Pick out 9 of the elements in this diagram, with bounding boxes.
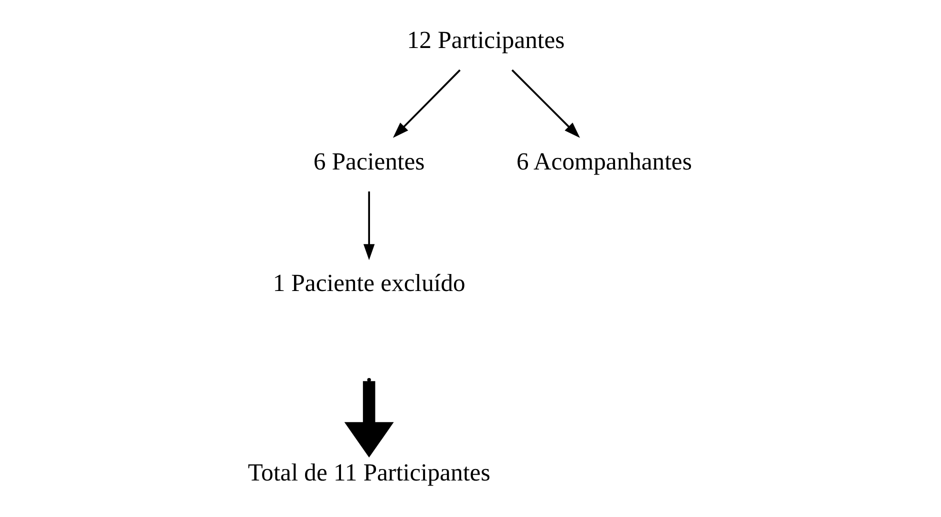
arrow <box>344 381 394 458</box>
arrow <box>511 69 580 138</box>
node-text: 6 Pacientes <box>313 148 425 176</box>
node-text: 1 Paciente excluído <box>272 270 466 297</box>
arrow <box>363 191 375 260</box>
node-text: Total de 11 Participantes <box>248 460 490 487</box>
node-text: 12 Participantes <box>407 27 565 54</box>
node-text: 6 Acompanhantes <box>516 148 692 176</box>
arrow <box>392 69 461 138</box>
